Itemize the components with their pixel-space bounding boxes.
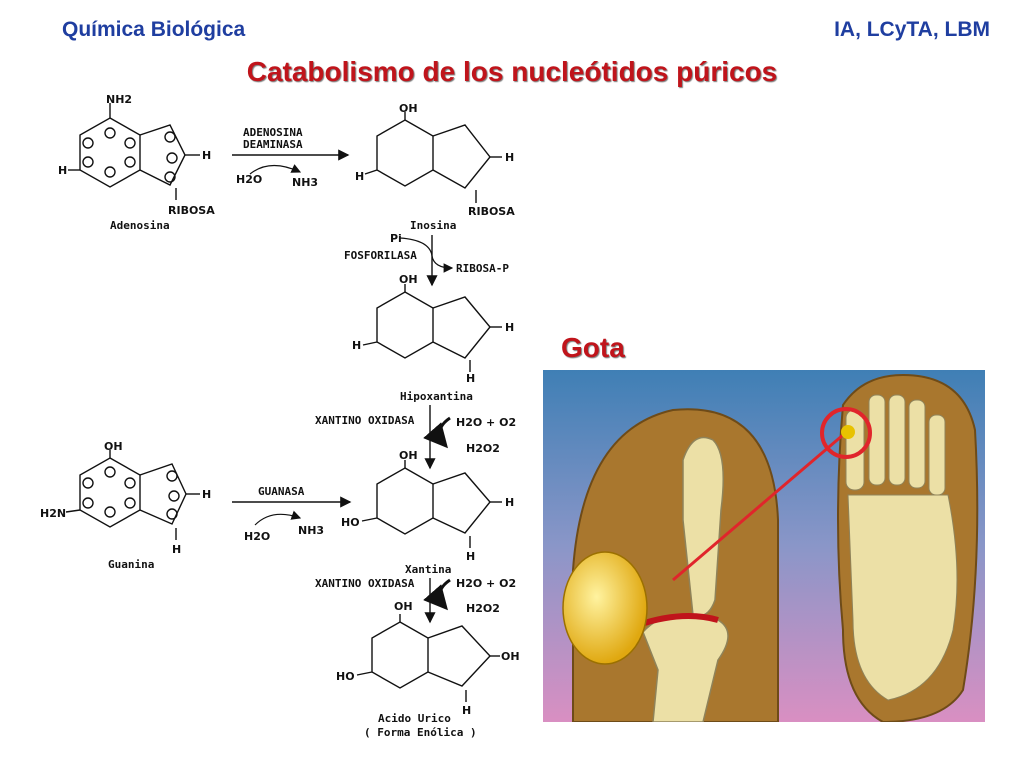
adenosina-structure: [68, 103, 200, 200]
h-label: H: [58, 164, 67, 177]
h2o-o2-label: H2O + O2: [456, 416, 516, 429]
ribosa-label: RIBOSA: [168, 204, 215, 217]
h-label: H: [466, 550, 475, 563]
xantina-structure: [361, 460, 502, 548]
ribosa-p-label: RIBOSA-P: [456, 262, 509, 275]
h2n-label: H2N: [40, 507, 66, 520]
course-codes: IA, LCyTA, LBM: [834, 18, 990, 41]
enzyme-label: FOSFORILASA: [344, 249, 417, 262]
guanina-structure: [65, 450, 200, 540]
ho-label: HO: [336, 670, 355, 683]
urate-crystal-deposit: [562, 551, 648, 665]
h-label: H: [352, 339, 361, 352]
nh2-label: NH2: [106, 93, 132, 106]
acido-urico-name: Acido Urico: [378, 712, 451, 725]
foot-bones: [845, 394, 958, 701]
gout-label: Gota: [561, 332, 625, 363]
enzyme-label: DEAMINASA: [243, 138, 303, 151]
inosina-structure: [364, 112, 502, 203]
enzyme-label: GUANASA: [258, 485, 305, 498]
h-label: H: [202, 488, 211, 501]
h2o-o2-label: H2O + O2: [456, 577, 516, 590]
ribosa-label: RIBOSA: [468, 205, 515, 218]
inflamed-joint: [637, 613, 719, 628]
h-label: H: [202, 149, 211, 162]
purine-catabolism-scheme: NH2 H H RIBOSA Adenosina ADENOSINA DEAMI…: [40, 93, 520, 739]
h-label: H: [505, 496, 514, 509]
hipoxantina-structure: [362, 284, 502, 372]
pi-label: Pi: [390, 232, 402, 245]
h-label: H: [505, 151, 514, 164]
guanina-name: Guanina: [108, 558, 154, 571]
acido-urico-structure: [356, 614, 500, 702]
callout-circle: [820, 407, 872, 459]
course-title: Química Biológica: [62, 18, 246, 41]
h-label: H: [462, 704, 471, 717]
h2o-label: H2O: [244, 530, 270, 543]
hipoxantina-name: Hipoxantina: [400, 390, 473, 403]
oh-label: OH: [104, 440, 123, 453]
enzyme-label: XANTINO OXIDASA: [315, 414, 415, 427]
acido-urico-form: ( Forma Enólica ): [364, 726, 477, 739]
h2o2-label: H2O2: [466, 442, 500, 455]
xantina-name: Xantina: [405, 563, 451, 576]
slide-title: Catabolismo de los nucleótidos púricos: [246, 56, 778, 87]
nh3-label: NH3: [292, 176, 318, 189]
oh-label: OH: [399, 102, 418, 115]
h-label: H: [466, 372, 475, 385]
h2o2-label: H2O2: [466, 602, 500, 615]
h-label: H: [505, 321, 514, 334]
oh-label: OH: [399, 449, 418, 462]
enzyme-label: ADENOSINA: [243, 126, 303, 139]
nh3-label: NH3: [298, 524, 324, 537]
enzyme-label: XANTINO OXIDASA: [315, 577, 415, 590]
callout-line: [672, 433, 844, 582]
oh-label: OH: [501, 650, 520, 663]
gout-illustration: [543, 370, 985, 722]
ho-label: HO: [341, 516, 360, 529]
h-label: H: [172, 543, 181, 556]
oh-label: OH: [399, 273, 418, 286]
h-label: H: [355, 170, 364, 183]
h2o-label: H2O: [236, 173, 262, 186]
adenosina-name: Adenosina: [110, 219, 170, 232]
crystal-spot: [841, 425, 855, 439]
inosina-name: Inosina: [410, 219, 456, 232]
oh-label: OH: [394, 600, 413, 613]
